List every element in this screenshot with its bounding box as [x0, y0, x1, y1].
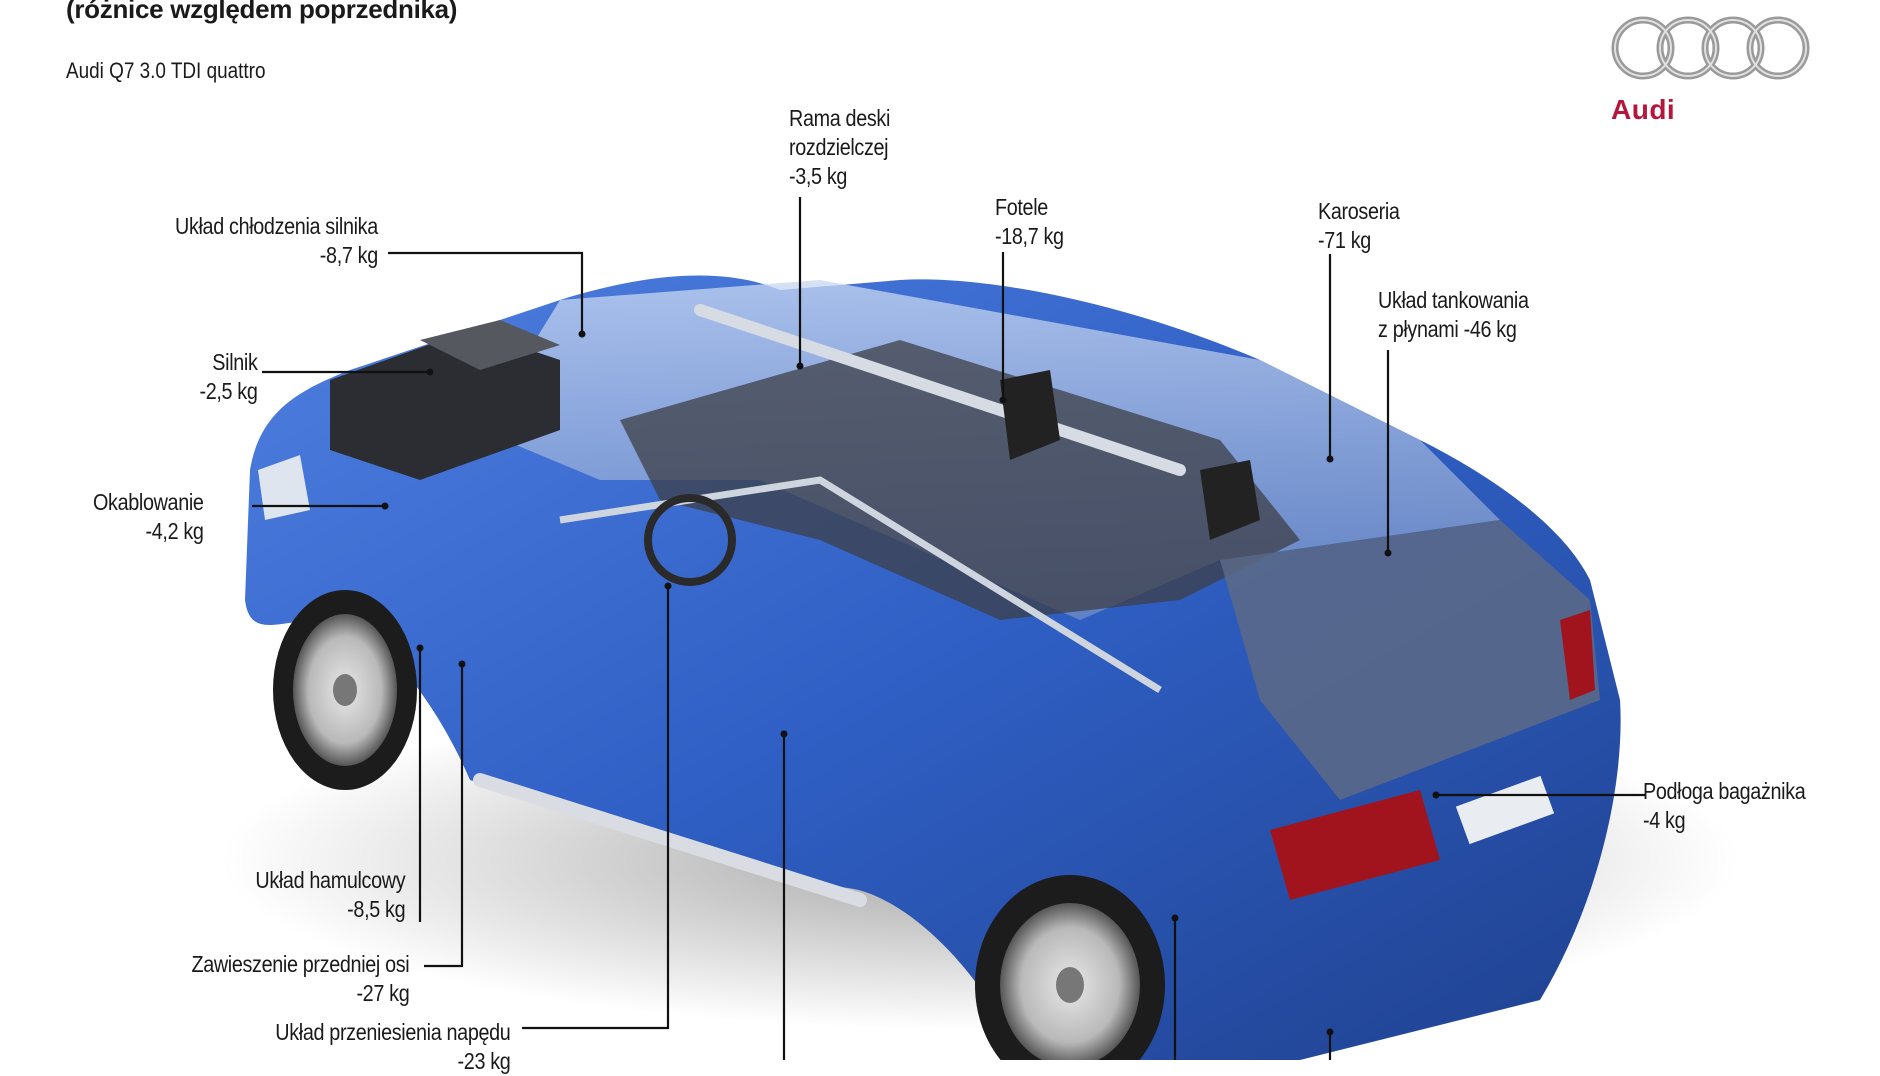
label-cooling-system: Układ chłodzenia silnika -8,7 kg [175, 213, 378, 268]
page-title: (różnice względem poprzednika) [66, 0, 458, 24]
label-fuel-system: Układ tankowania z płynami -46 kg [1378, 287, 1529, 342]
label-brakes: Układ hamulcowy -8,5 kg [255, 867, 405, 922]
label-drivetrain: Układ przeniesienia napędu -23 kg [274, 1019, 511, 1074]
label-trunk-floor: Podłoga bagażnika -4 kg [1643, 778, 1806, 833]
label-body: Karoseria -71 kg [1318, 198, 1400, 253]
label-engine: Silnik -2,5 kg [199, 349, 258, 404]
audi-brand-name: Audi [1611, 94, 1676, 125]
label-wiring: Okablowanie -4,2 kg [93, 489, 204, 544]
label-seats: Fotele -18,7 kg [995, 194, 1064, 249]
page-subtitle: Audi Q7 3.0 TDI quattro [66, 58, 266, 83]
label-front-axle: Zawieszenie przedniej osi -27 kg [191, 951, 409, 1006]
label-dashboard-frame: Rama deski rozdzielczej -3,5 kg [789, 105, 890, 189]
